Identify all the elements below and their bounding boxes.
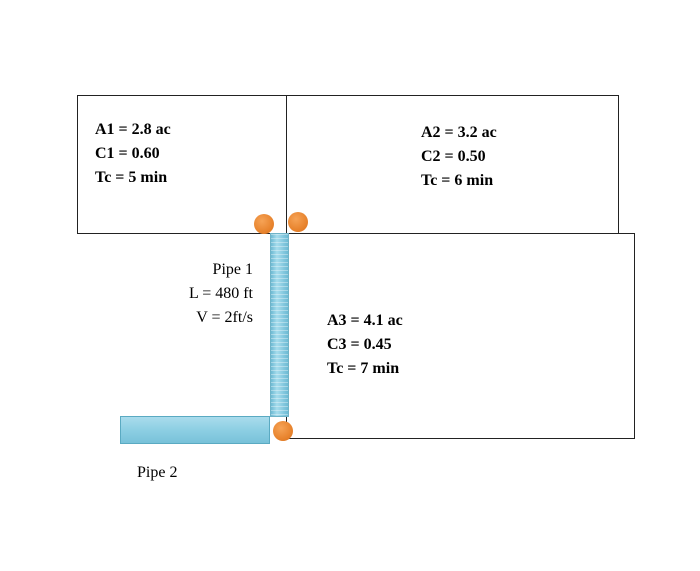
junction-node-pipe-1-pipe-2 [273,421,293,441]
area-2-runoff-coefficient: C2 = 0.50 [421,148,486,165]
area-3-time-of-concentration: Tc = 7 min [327,360,400,377]
drainage-area-2-box [286,95,619,234]
area-2-time-of-concentration: Tc = 6 min [421,172,494,189]
pipe-1 [270,233,289,417]
drainage-area-3-box [286,233,635,439]
pipe-2-name: Pipe 2 [137,464,178,481]
area-3-size: A3 = 4.1 ac [327,312,403,329]
area-2-label: A2 = 3.2 ac C2 = 0.50 Tc = 6 min [421,121,497,193]
pipe-1-velocity: V = 2ft/s [196,309,253,326]
inlet-node-area-1 [254,214,274,234]
area-1-runoff-coefficient: C1 = 0.60 [95,145,160,162]
area-2-size: A2 = 3.2 ac [421,124,497,141]
pipe-2 [120,416,270,444]
pipe-1-length: L = 480 ft [189,285,253,302]
area-3-label: A3 = 4.1 ac C3 = 0.45 Tc = 7 min [327,309,403,381]
area-1-time-of-concentration: Tc = 5 min [95,169,168,186]
pipe-1-label: Pipe 1 L = 480 ft V = 2ft/s [150,258,253,330]
area-1-label: A1 = 2.8 ac C1 = 0.60 Tc = 5 min [95,118,171,190]
drainage-area-1-box [77,95,287,234]
pipe-1-name: Pipe 1 [212,261,253,278]
area-3-runoff-coefficient: C3 = 0.45 [327,336,392,353]
inlet-node-area-2 [288,212,308,232]
area-1-size: A1 = 2.8 ac [95,121,171,138]
